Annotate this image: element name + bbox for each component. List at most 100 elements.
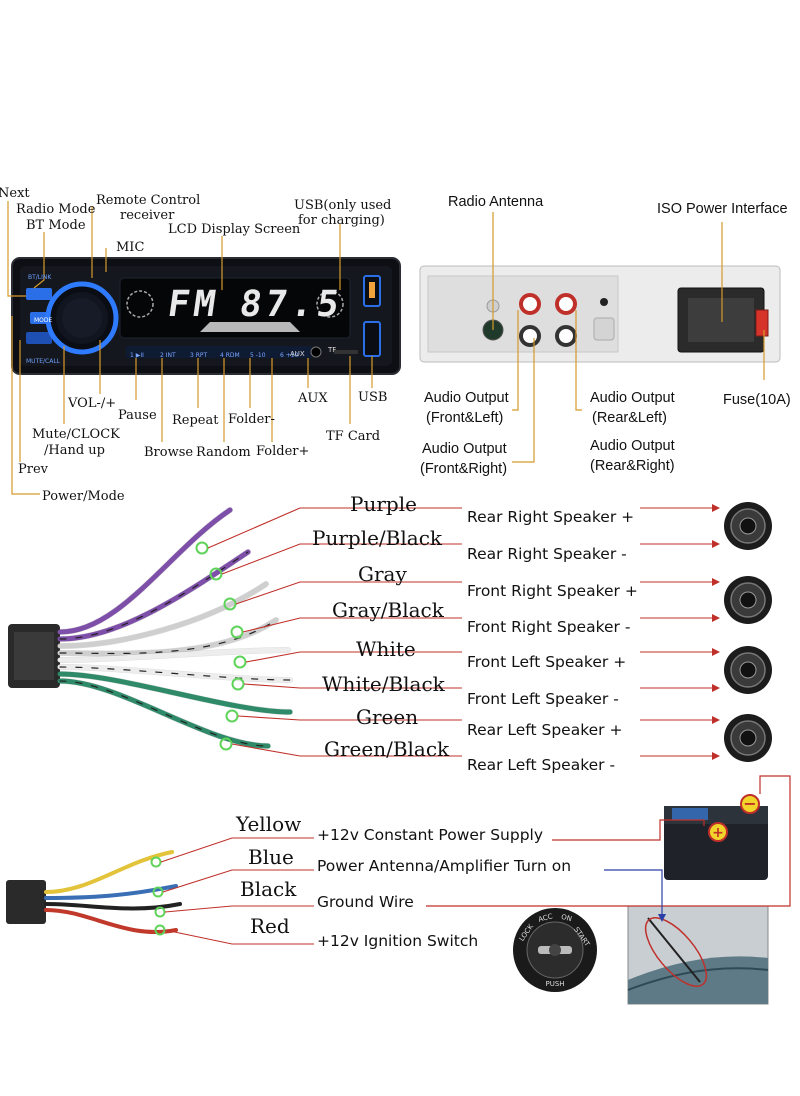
rca-front-left: [519, 293, 541, 315]
wire-marker: [231, 677, 245, 691]
fuse: [755, 309, 769, 337]
label-lcd-screen: LCD Display Screen: [168, 222, 301, 237]
speaker-wire-color-label: Gray/Black: [332, 598, 444, 622]
preset-button-3[interactable]: 3 RPT: [190, 352, 208, 359]
preset-button-4[interactable]: 4 RDM: [220, 352, 240, 359]
label-random: Random: [196, 445, 251, 460]
label-usb-charging-2: for charging): [298, 213, 385, 228]
wire-marker: [219, 737, 233, 751]
speaker-icon: [724, 576, 772, 624]
label-prev: Prev: [18, 462, 48, 477]
label-browse: Browse: [144, 445, 194, 460]
mutecall-button-label: MUTE/CALL: [26, 358, 61, 365]
label-aux: AUX: [298, 391, 328, 406]
power-wire-color-label: Yellow: [236, 812, 302, 836]
wire-marker: [154, 924, 166, 936]
mode-button-label: MODE: [34, 317, 53, 324]
label-ao-rear-right-1: Audio Output: [590, 438, 675, 454]
svg-text:−: −: [743, 794, 756, 813]
preset-button-6[interactable]: 6 +10: [280, 352, 299, 359]
label-ao-rear-left-2: (Rear&Left): [592, 410, 667, 426]
label-radio-mode: Radio Mode: [16, 202, 96, 217]
speaker-wire-color-label: White/Black: [322, 672, 445, 696]
power-wire-function-label: Power Antenna/Amplifier Turn on: [316, 857, 573, 875]
battery: + −: [664, 794, 768, 880]
label-next: Next: [0, 186, 30, 201]
label-hand-up: /Hand up: [44, 443, 105, 458]
speaker-wire-function-label: Front Right Speaker -: [466, 618, 632, 636]
tf-slot[interactable]: [334, 350, 358, 354]
aux-jack[interactable]: [310, 346, 322, 358]
label-folder-plus: Folder+: [256, 444, 310, 459]
speaker-wire-function-label: Front Left Speaker -: [466, 690, 620, 708]
speaker-wire-function-label: Front Left Speaker +: [466, 653, 628, 671]
label-ao-rear-right-2: (Rear&Right): [590, 458, 675, 474]
label-ao-front-left-2: (Front&Left): [426, 410, 504, 426]
label-remote-control: Remote Control: [96, 193, 201, 208]
label-ao-front-left-1: Audio Output: [424, 390, 509, 406]
label-folder-minus: Folder-: [228, 412, 275, 427]
label-power-mode: Power/Mode: [42, 489, 125, 504]
label-ao-rear-left-1: Audio Output: [590, 390, 675, 406]
speaker-wire-function-label: Rear Right Speaker -: [466, 545, 628, 563]
wire-marker: [223, 597, 237, 611]
speaker-wire-function-label: Rear Right Speaker +: [466, 508, 636, 526]
preset-button-1[interactable]: 1 ▶II: [130, 352, 144, 359]
speaker-wire-5: [57, 647, 291, 663]
ignition-push-text: PUSH: [545, 980, 564, 988]
label-mute-clock: Mute/CLOCK: [32, 427, 120, 442]
btlink-button-label: BT/LINK: [28, 274, 52, 281]
rca-front-right: [519, 325, 541, 347]
speaker-wire-function-label: Rear Left Speaker +: [466, 721, 624, 739]
speaker-wire-7: [57, 671, 293, 715]
speaker-wire-function-label: Front Right Speaker +: [466, 582, 639, 600]
label-usb: USB: [358, 390, 388, 405]
wire-marker: [150, 856, 162, 868]
lcd-frequency: 87.5: [237, 284, 346, 325]
label-bt-mode: BT Mode: [26, 218, 86, 233]
label-ao-front-right-2: (Front&Right): [420, 461, 508, 477]
power-wire-function-label: +12v Ignition Switch: [316, 932, 480, 950]
label-repeat: Repeat: [172, 413, 219, 428]
label-pause: Pause: [118, 408, 157, 423]
speaker-wire-color-label: Purple: [350, 492, 417, 516]
rca-rear-right: [555, 325, 577, 347]
speaker-wire-1: [57, 507, 233, 635]
preset-button-5[interactable]: 5 -10: [250, 352, 266, 359]
wire-marker: [233, 655, 247, 669]
usb-port[interactable]: [363, 321, 381, 357]
label-tf-card: TF Card: [326, 429, 381, 444]
wire-marker: [152, 886, 164, 898]
power-wire-color-label: Red: [250, 914, 290, 938]
prev-button[interactable]: [26, 332, 52, 344]
wire-marker: [230, 625, 244, 639]
preset-button-2[interactable]: 2 INT: [160, 352, 176, 359]
label-mic: MIC: [116, 240, 145, 255]
power-wire-4: [44, 908, 178, 934]
lcd-band: FM: [165, 284, 223, 325]
speaker-wire-color-label: Gray: [358, 562, 407, 586]
ignition-acc-text: ACC: [537, 912, 553, 923]
wire-marker: [195, 541, 209, 555]
svg-text:+: +: [712, 825, 724, 841]
power-harness-connector: [6, 880, 46, 924]
ignition-on-text: ON: [560, 913, 572, 924]
speaker-wire-color-label: Purple/Black: [312, 526, 443, 550]
speaker-wire-color-label: Green/Black: [324, 737, 450, 761]
wire-marker: [154, 906, 166, 918]
speaker-wire-color-label: Green: [356, 705, 419, 729]
speaker-icon: [724, 646, 772, 694]
power-wire-color-label: Blue: [248, 845, 294, 869]
wire-marker: [225, 709, 239, 723]
power-wire-color-label: Black: [240, 877, 297, 901]
power-wire-1: [44, 850, 174, 894]
label-receiver: receiver: [120, 208, 175, 223]
power-wire-function-label: Ground Wire: [316, 893, 415, 911]
label-radio-antenna: Radio Antenna: [448, 194, 544, 210]
power-wire-function-label: +12v Constant Power Supply: [316, 826, 545, 844]
speaker-wire-function-label: Rear Left Speaker -: [466, 756, 617, 774]
next-button[interactable]: [26, 288, 52, 300]
speaker-icon: [724, 714, 772, 762]
label-fuse: Fuse(10A): [723, 392, 791, 408]
